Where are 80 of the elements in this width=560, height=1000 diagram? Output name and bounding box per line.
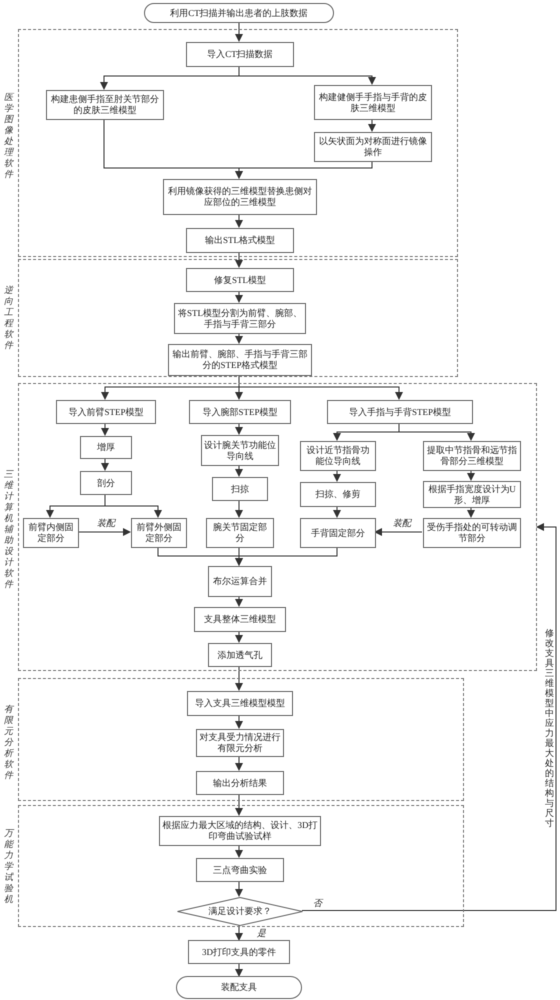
process-box: 支具整体三维模型 [194,607,286,632]
edge-label: 装配 [96,518,116,528]
process-box: 三点弯曲实验 [196,858,284,882]
group-title: 医学图像处理软件 [3,92,14,180]
arrow [101,458,109,471]
arrow [235,252,243,268]
arrow [235,422,243,435]
terminal-box: 装配支具 [176,976,302,999]
process-box: 剖分 [80,471,132,495]
arrow [333,470,341,482]
arrow [374,528,422,536]
arrow [467,470,475,481]
arrow [235,756,243,771]
process-box: 输出分析结果 [196,771,284,795]
process-box: 构建患侧手指至肘关节部分的皮肤三维模型 [46,90,164,120]
arrow [467,506,475,518]
process-box: 手背固定部分 [300,518,376,548]
arrow [235,630,243,643]
process-box: 导入CT扫描数据 [186,42,294,67]
process-box: 根据应力最大区域的结构、设计、3D打印弯曲试验试样 [159,816,321,846]
process-box: 设计腕关节功能位导向线 [201,435,279,466]
side-note: 修改支具三维模型中应力最大处的结构与尺寸 [544,628,555,828]
arrow [78,528,131,536]
edge-label: 装配 [392,518,412,528]
process-box: 前臂内侧固定部分 [23,518,79,548]
process-box: 输出前臂、腕部、手指与手背三部分的STEP格式模型 [168,344,312,376]
process-box: 对支具受力情况进行有限元分析 [196,729,284,757]
arrow [333,506,341,518]
process-box: 构建健侧手手指与手背的皮肤三维模型 [314,85,432,120]
process-box: 导入前臂STEP模型 [56,400,156,424]
process-box: 3D打印支具的零件 [188,940,290,964]
arrow [302,523,556,911]
arrow [238,66,376,85]
decision-diamond: 满足设计要求？ [177,897,303,926]
process-box: 增厚 [80,436,132,459]
group-title: 有限元分析软件 [3,704,14,781]
process-box: 布尔运算合并 [208,566,272,597]
arrow [235,332,243,344]
process-box: 腕关节固定部分 [206,518,274,548]
process-box: 导入腕部STEP模型 [189,400,291,424]
process-box: 以矢状面为对称面进行镜像操作 [314,132,432,162]
arrow [235,596,243,607]
edge-label: 否 [312,898,323,908]
process-box: 扫掠 [212,477,268,501]
process-box: 添加透气孔 [208,643,272,667]
process-box: 受伤手指处的可转动调节部分 [423,518,521,548]
group-title: 万能力学试验机 [3,828,14,905]
arrow [368,118,376,132]
process-box: 导入支具三维模型模型 [187,691,293,716]
edge-label: 是 [256,928,267,938]
process-box: 前臂外侧固定部分 [131,518,187,548]
arrow [235,924,243,941]
terminal-box: 利用CT扫描并输出患者的上肢数据 [144,3,334,23]
process-box: 导入手指与手背STEP模型 [327,400,473,424]
arrow [104,494,162,518]
arrow [235,464,243,477]
process-box: 提取中节指骨和远节指骨部分三维模型 [423,441,521,471]
arrow [398,422,475,441]
arrow [235,714,243,729]
arrow [235,880,243,897]
arrow [235,546,338,566]
arrow [101,422,109,436]
arrow [235,214,243,228]
arrow [235,22,243,42]
arrow [235,794,243,816]
process-box: 扫掠、修剪 [300,482,376,507]
arrow [235,964,243,977]
arrow [235,500,243,518]
arrow [235,666,243,691]
process-box: 修复STL模型 [186,268,294,292]
group-title: 逆向工程软件 [3,285,14,351]
process-box: 根据手指宽度设计为U形、增厚 [423,481,521,508]
arrow [235,160,372,179]
process-box: 利用镜像获得的三维模型替换患侧对应部位的三维模型 [163,179,317,215]
arrow [235,844,243,858]
process-box: 设计近节指骨功能位导向线 [300,441,376,471]
group-title: 三维计算机辅助设计软件 [3,469,14,590]
arrow [235,290,243,303]
process-box: 将STL模型分割为前臂、腕部、手指与手背三部分 [174,303,306,334]
process-box: 输出STL格式模型 [186,228,294,253]
